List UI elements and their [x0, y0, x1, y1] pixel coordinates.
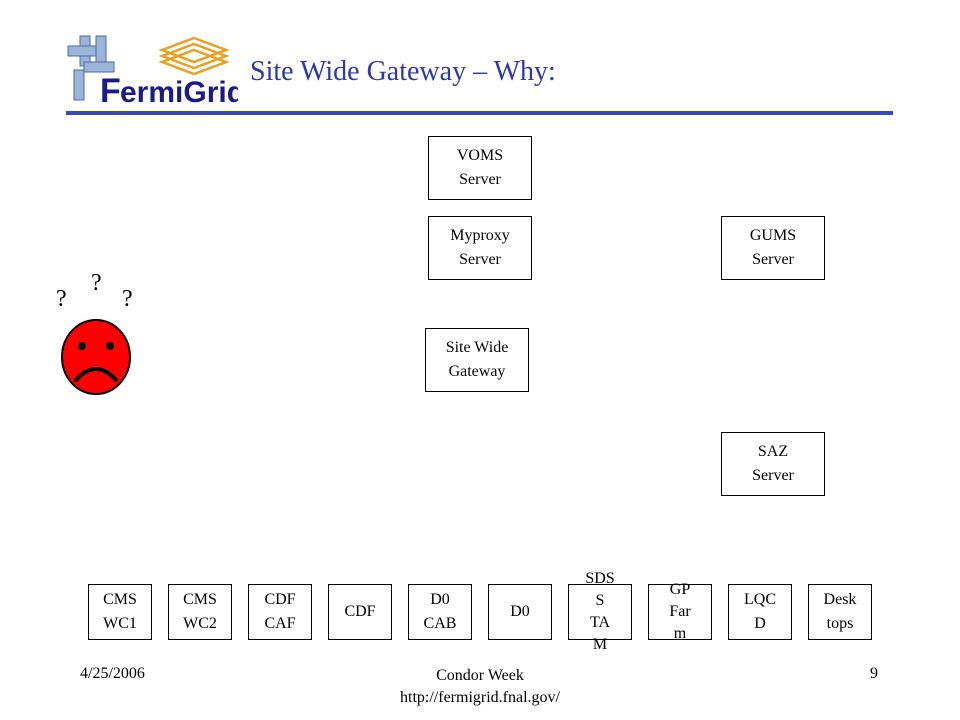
- fermigrid-logo: F ermiGrid: [67, 35, 238, 108]
- cluster-box: SDS S TA M: [568, 570, 632, 653]
- cluster-box: GP Far m: [648, 581, 712, 642]
- gums-server-box: GUMS Server: [721, 216, 825, 280]
- cluster-box: CDF CAF: [248, 584, 312, 640]
- saz-server-label: SAZ Server: [752, 443, 794, 484]
- title-rule: [66, 111, 893, 115]
- svg-text:F: F: [100, 72, 121, 108]
- myproxy-server-box: Myproxy Server: [428, 216, 532, 280]
- footer-url: http://fermigrid.fnal.gov/: [400, 689, 560, 706]
- voms-server-label: VOMS Server: [456, 147, 504, 188]
- cluster-label: Desk tops: [823, 591, 857, 632]
- cluster-box: CMS WC1: [88, 584, 152, 640]
- cluster-box: CDF: [328, 584, 392, 640]
- cluster-label: CDF: [344, 603, 376, 620]
- sad-face-icon: [61, 319, 131, 395]
- cluster-label: CMS WC1: [103, 591, 137, 632]
- question-mark: ?: [91, 270, 102, 296]
- footer-event: Condor Week http://fermigrid.fnal.gov/: [0, 665, 960, 709]
- cluster-box: LQC D: [728, 584, 792, 640]
- site-wide-gateway-box: Site Wide Gateway: [425, 328, 529, 392]
- cluster-box: D0: [488, 584, 552, 640]
- cluster-label: CMS WC2: [183, 591, 217, 632]
- cluster-box: CMS WC2: [168, 584, 232, 640]
- footer-date: 4/25/2006: [80, 665, 145, 682]
- saz-server-box: SAZ Server: [721, 432, 825, 496]
- slide-title: Site Wide Gateway – Why:: [250, 56, 556, 87]
- voms-server-box: VOMS Server: [428, 136, 532, 200]
- cluster-label: SDS S TA M: [585, 570, 615, 653]
- cluster-label: LQC D: [744, 591, 776, 632]
- footer-page-number: 9: [870, 665, 878, 682]
- cluster-box: Desk tops: [808, 584, 872, 640]
- cluster-label: CDF CAF: [264, 591, 296, 632]
- site-wide-gateway-label: Site Wide Gateway: [445, 339, 509, 380]
- cluster-label: D0: [510, 603, 530, 620]
- svg-text:ermiGrid: ermiGrid: [120, 76, 238, 108]
- question-mark: ?: [56, 286, 67, 312]
- myproxy-server-label: Myproxy Server: [450, 227, 510, 268]
- footer-event-name: Condor Week: [436, 667, 524, 684]
- cluster-label: GP Far m: [669, 581, 691, 642]
- question-mark: ?: [122, 286, 133, 312]
- cluster-box: D0 CAB: [408, 584, 472, 640]
- gums-server-label: GUMS Server: [749, 227, 797, 268]
- cluster-label: D0 CAB: [423, 591, 457, 632]
